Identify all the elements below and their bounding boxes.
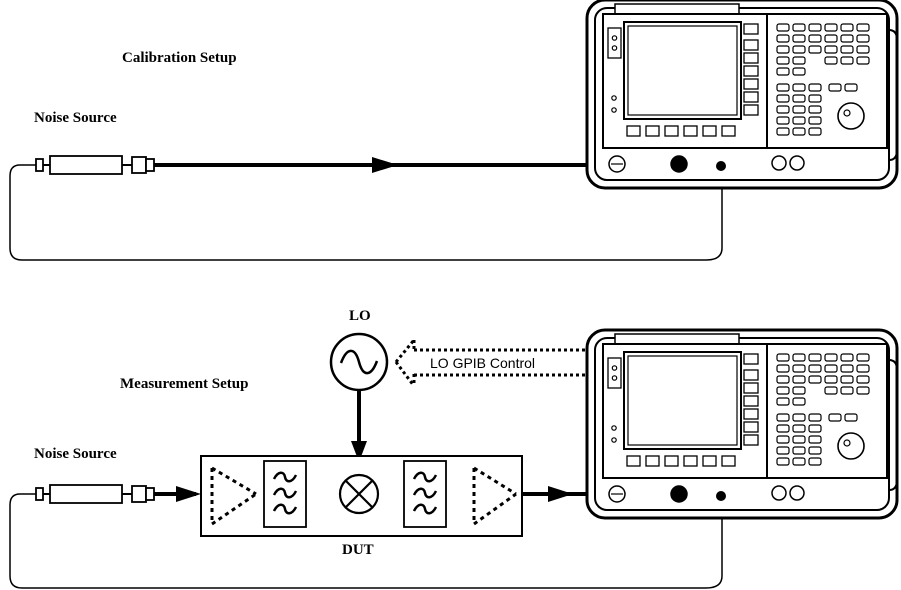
lo-label: LO <box>349 308 371 324</box>
noise-source-icon <box>35 155 155 175</box>
signal-analyzer-icon <box>585 0 899 190</box>
gpib-control-path <box>394 339 598 387</box>
dut-input-arrow <box>176 486 201 502</box>
calibration-signal-arrow <box>372 157 398 173</box>
calibration-noise-source-drive-cable <box>9 164 723 261</box>
measurement-noise-source-drive-cable <box>9 493 723 589</box>
gpib-control-label: LO GPIB Control <box>430 355 535 371</box>
measurement-title: Measurement Setup <box>120 376 248 392</box>
calibration-noise-source-label: Noise Source <box>34 110 117 126</box>
gpib-label-bg <box>425 354 573 372</box>
mixer-icon <box>338 473 380 515</box>
dut-output-arrow <box>548 486 573 502</box>
output-amplifier-icon <box>472 466 517 526</box>
calibration-title: Calibration Setup <box>122 50 237 66</box>
measurement-signal-analyzer-icon <box>585 328 899 520</box>
dut-label: DUT <box>342 542 374 558</box>
measurement-noise-source-icon <box>35 484 155 504</box>
lo-arrow <box>351 441 367 462</box>
measurement-noise-source-label: Noise Source <box>34 446 117 462</box>
amplifier-icon <box>210 466 257 526</box>
